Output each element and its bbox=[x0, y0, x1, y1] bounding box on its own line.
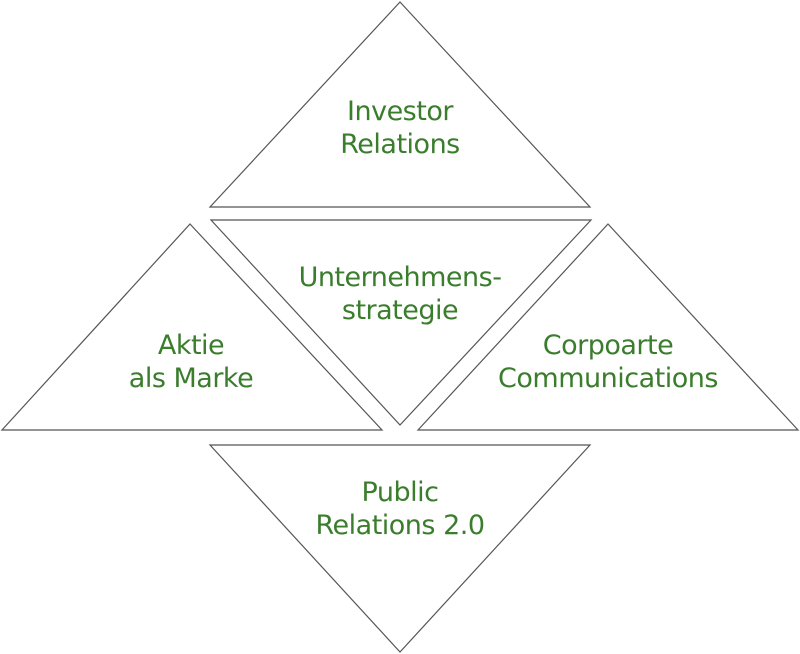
label-public-relations: Public Relations 2.0 bbox=[315, 476, 485, 542]
label-line: Investor bbox=[347, 96, 453, 127]
triangle-aktie-als-marke bbox=[0, 223, 384, 431]
label-line: Corpoarte bbox=[542, 330, 674, 361]
label-line: Relations 2.0 bbox=[315, 510, 485, 541]
triangle-corporate-communications bbox=[416, 223, 800, 431]
label-line: Relations bbox=[340, 129, 460, 160]
label-line: Unternehmens- bbox=[298, 262, 502, 293]
label-unternehmensstrategie: Unternehmens- strategie bbox=[299, 261, 502, 327]
label-line: strategie bbox=[341, 295, 459, 326]
triangle-investor-relations bbox=[208, 1, 592, 208]
label-line: Public bbox=[361, 477, 439, 508]
triangle-public-relations bbox=[208, 444, 592, 653]
label-line: als Marke bbox=[128, 363, 254, 394]
triangle-unternehmensstrategie bbox=[209, 219, 593, 426]
label-aktie-als-marke: Aktie als Marke bbox=[128, 329, 254, 395]
label-line: Aktie bbox=[157, 330, 225, 361]
label-corporate-communications: Corpoarte Communications bbox=[498, 329, 718, 395]
label-investor-relations: Investor Relations bbox=[340, 95, 460, 161]
label-line: Communications bbox=[498, 363, 718, 394]
